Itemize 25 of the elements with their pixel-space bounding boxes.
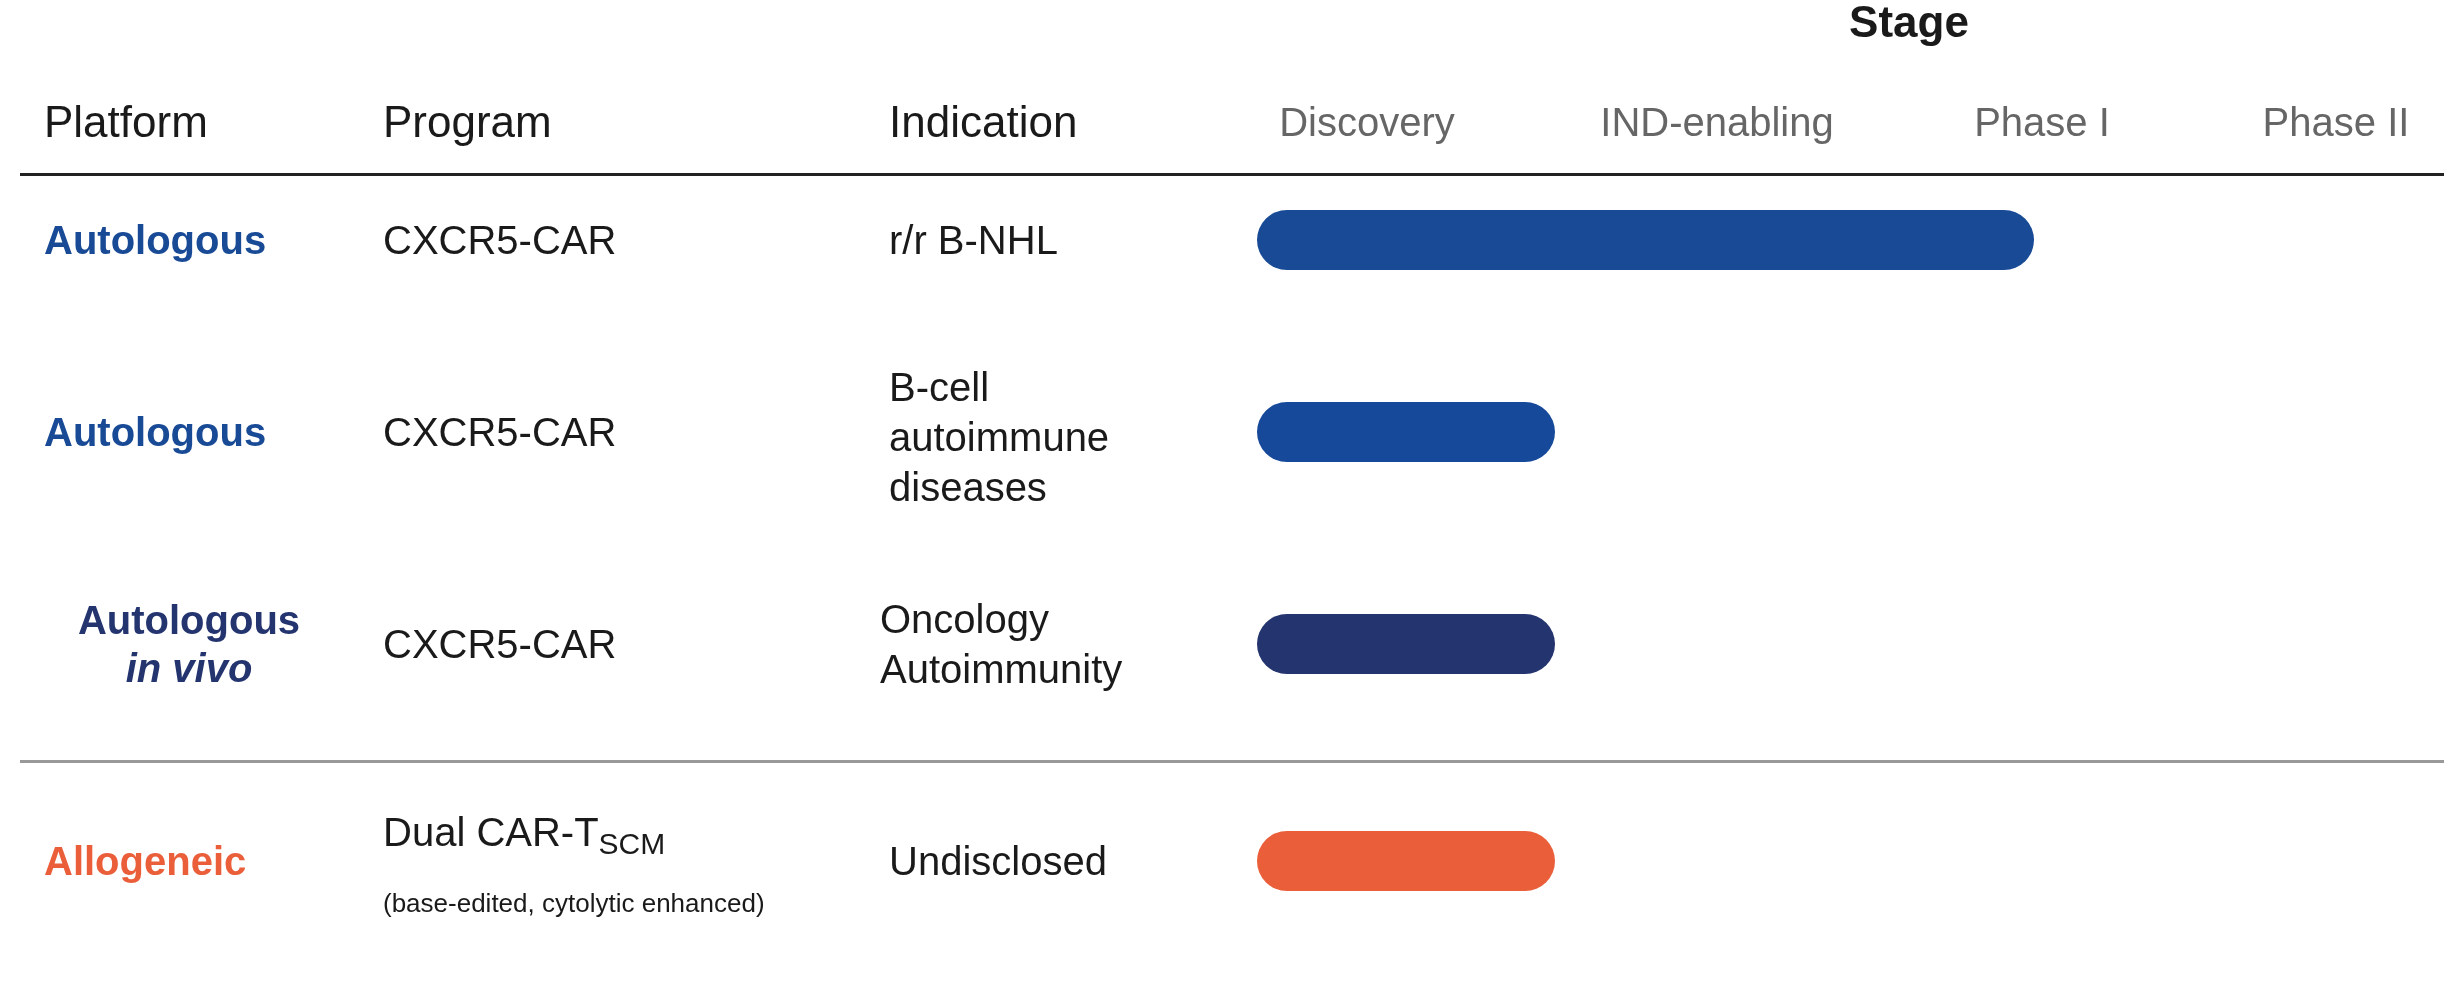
program-label: Dual CAR-T$_{SCM}$ [383,812,666,852]
progress-bar [1257,831,1555,891]
progress-bar [1257,614,1555,674]
platform-label: Allogeneic [44,838,247,885]
stage-label: Phase I [1974,102,2110,142]
stage-label: Discovery [1279,102,1455,142]
program-note: (base-edited, cytolytic enhanced) [383,890,765,916]
indication-label: Undisclosed [889,838,1108,885]
column-header: Indication [889,100,1078,144]
platform-label: Autologous [44,409,267,456]
program-label: CXCR5-CAR [383,624,617,664]
stage-label: Phase II [2262,102,2410,142]
indication-label: Oncology Autoimmunity [880,596,1124,693]
indication-label: B-cell autoimmune diseases [889,364,1111,511]
progress-bar [1257,402,1555,462]
column-header: Program [383,100,552,144]
progress-bar [1257,210,2034,270]
stage-header: Stage [1849,0,1969,44]
indication-label: r/r B-NHL [889,217,1059,264]
column-header: Platform [44,100,208,144]
stage-label: IND-enabling [1600,102,1834,142]
program-label: CXCR5-CAR [383,220,617,260]
program-label: CXCR5-CAR [383,412,617,452]
platform-label: Autologous in vivo [76,597,302,692]
platform-label: Autologous [44,217,267,264]
